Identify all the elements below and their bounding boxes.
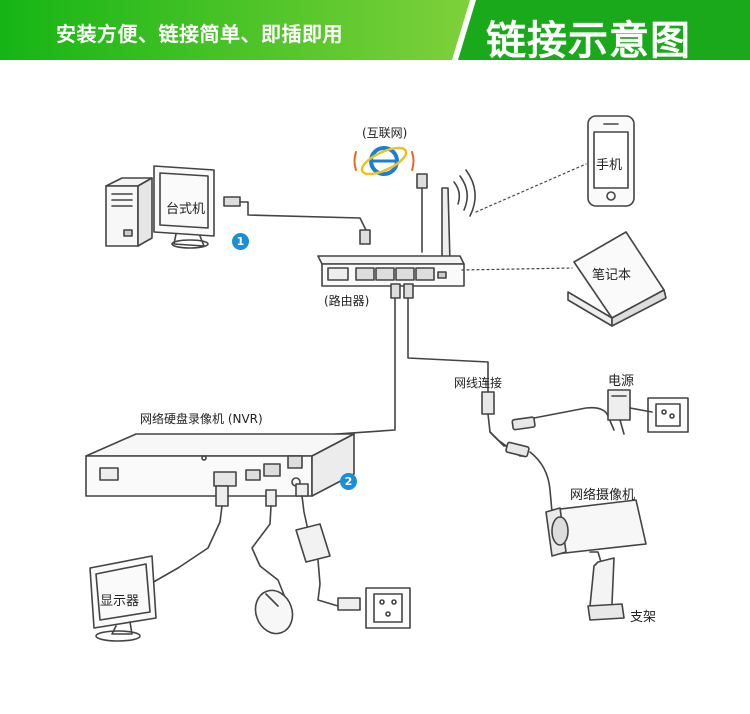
power-label: 电源 [608,374,635,389]
wifi-signal-icon [453,169,476,217]
laptop-label: 笔记本 [592,268,632,283]
monitor-label: 显示器 [100,594,140,609]
internet-explorer-icon [353,146,415,176]
internet-label: (互联网) [362,126,408,140]
laptop [567,231,667,327]
camera-label: 网络摄像机 [570,488,636,503]
phone [587,115,635,207]
banner-background [0,0,750,60]
cable-connection-label: 网线连接 [454,376,503,390]
nvr-label: 网络硬盘录像机 (NVR) [140,412,263,426]
banner-subtitle: 安装方便、链接简单、即插即用 [56,22,343,46]
desktop-label: 台式机 [166,202,206,217]
banner-title: 链接示意图 [486,18,691,64]
display-monitor [89,555,157,642]
power-adapter [607,389,631,421]
ip-camera [545,499,647,573]
nvr-power-adapter [295,523,331,563]
desktop-tower [105,177,153,247]
bracket-label: 支架 [630,610,657,625]
header-banner: 安装方便、链接简单、即插即用 链接示意图 [0,0,750,66]
desktop-monitor [153,165,215,249]
phone-label: 手机 [596,158,623,173]
router [317,255,465,287]
step-badge-1: 1 [232,233,249,250]
router-label: (路由器) [324,294,370,308]
wall-socket-camera [647,397,689,433]
wall-socket-nvr [365,587,411,629]
step-badge-2: 2 [340,473,357,490]
camera-bracket [587,557,625,621]
mouse [254,589,294,635]
